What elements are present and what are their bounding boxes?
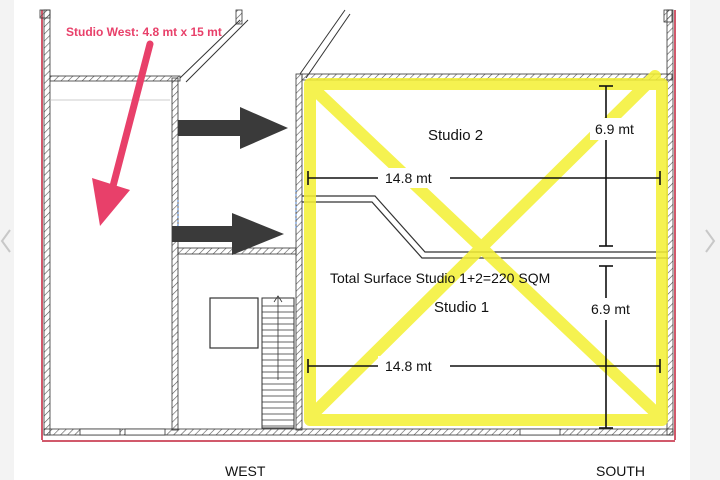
corridor-wall-west (171, 77, 179, 431)
studio2-depth-label: 6.9 mt (595, 121, 634, 137)
label-bg (378, 168, 450, 188)
west-studio-top-wall (49, 75, 181, 82)
dimension-line-studio2-depth (599, 85, 613, 247)
diagonal-wall (179, 19, 241, 79)
wall-stub (663, 9, 673, 23)
west-outer-wall (43, 9, 51, 436)
studio2-width-label: 14.8 mt (385, 170, 432, 186)
elevator-shaft (209, 297, 259, 349)
compass-west-label: WEST (225, 463, 266, 479)
stair-arrow-icon (273, 295, 283, 303)
studio-partition-wall (302, 201, 668, 259)
studio-partition-wall (302, 195, 668, 253)
studio-west-callout: Studio West: 4.8 mt x 15 mt (66, 25, 222, 39)
label-bg (588, 298, 636, 320)
direction-arrow (172, 213, 284, 255)
studio1-width-label: 14.8 mt (385, 358, 432, 374)
chevron-right-icon[interactable] (704, 228, 716, 254)
studio1-label: Studio 1 (434, 299, 489, 316)
dimension-line-studio2-width (307, 171, 661, 185)
door-opening (79, 428, 121, 436)
callout-arrow (92, 40, 154, 226)
wall-stub (235, 9, 243, 25)
compass-south-label: SOUTH (596, 463, 645, 479)
label-bg (590, 118, 634, 140)
direction-arrow (178, 107, 288, 149)
wall-stub (39, 9, 51, 19)
diagonal-wall (185, 19, 249, 83)
chevron-left-icon[interactable] (0, 228, 12, 254)
door-opening (519, 428, 561, 436)
corridor-wall-east (295, 73, 303, 431)
diagonal-wall (299, 9, 346, 75)
dimension-line-studio1-depth (599, 265, 613, 429)
door-opening (124, 428, 166, 436)
south-outer-wall (43, 428, 674, 436)
studio1-depth-label: 6.9 mt (591, 301, 630, 317)
dimension-line-studio1-width (307, 359, 661, 373)
total-surface-label: Total Surface Studio 1+2=220 SQM (330, 270, 550, 286)
studio2-label: Studio 2 (428, 127, 483, 144)
diagonal-wall (305, 13, 351, 79)
label-bg (378, 356, 450, 376)
